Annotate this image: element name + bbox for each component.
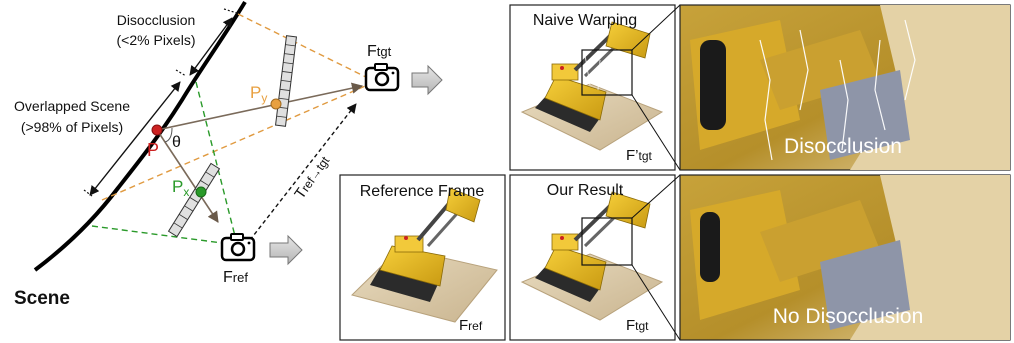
naive-warping-panel: Naive Warping F’tgt	[509, 4, 676, 171]
our-result-panel: Our Result Ftgt	[509, 174, 676, 341]
proj-x-main: P	[172, 177, 183, 196]
disocclusion-extent-arrow	[189, 17, 233, 76]
zoom-connectors	[631, 4, 681, 341]
point-p-label: P	[147, 140, 159, 160]
lego-render-ref	[351, 187, 498, 323]
reference-frame-title: Reference Frame	[360, 183, 485, 200]
naive-tag-sub: tgt	[639, 149, 653, 163]
big-arrow-ref	[269, 234, 303, 266]
lego-render-ours	[520, 191, 664, 321]
reference-tag-main: F	[459, 317, 468, 334]
ours-frame-tag: Ftgt	[626, 317, 649, 334]
zoom-panel-naive: Disocclusion	[679, 4, 1011, 171]
proj-y-label: Py	[250, 83, 267, 105]
zoom-caption-disocclusion: Disocclusion	[784, 135, 902, 158]
proj-y-main: P	[250, 83, 261, 102]
cam-tgt-sub: tgt	[377, 44, 392, 59]
proj-y-sub: y	[261, 91, 267, 105]
naive-frame-tag: F’tgt	[626, 147, 653, 164]
transform-arrow	[249, 103, 357, 241]
proj-x-sub: x	[183, 185, 189, 199]
ours-tag-sub: tgt	[635, 319, 649, 333]
ref-ray-lower	[91, 225, 231, 245]
tgt-ray-upper	[237, 13, 373, 81]
naive-tag-main: F’	[626, 147, 639, 164]
disocclusion-pct-label: (<2% Pixels)	[117, 32, 196, 48]
proj-x-label: Px	[172, 177, 189, 199]
proj-point-y	[270, 98, 282, 110]
tgt-image-plane	[274, 35, 298, 127]
ours-tag-main: F	[626, 317, 635, 334]
zoom-panel-ours: No Disocclusion	[679, 174, 1011, 341]
ray-p-to-ref	[156, 129, 219, 223]
proj-point-x	[195, 186, 207, 198]
theta-label: θ	[172, 134, 181, 151]
zoom-caption-no-disocclusion: No Disocclusion	[773, 305, 924, 328]
lego-render-naive	[520, 21, 664, 151]
overlapped-pct-label: (>98% of Pixels)	[21, 119, 123, 135]
reference-tag-sub: ref	[468, 319, 483, 333]
ray-p-to-tgt	[156, 82, 364, 131]
overlapped-label: Overlapped Scene	[14, 98, 130, 114]
big-arrow-tgt	[411, 64, 443, 96]
transform-sub: ref→tgt	[298, 153, 332, 194]
cam-ref-sub: ref	[233, 270, 249, 285]
cam-tgt-label: Ftgt	[367, 43, 392, 60]
ref-ray-upper	[195, 81, 237, 241]
cam-tgt-main: F	[367, 43, 377, 60]
camera-icon-ref	[220, 233, 256, 262]
reference-frame-panel: Reference Frame Fref	[339, 174, 506, 341]
scene-point-p	[151, 124, 163, 136]
overlapped-extent-arrow	[89, 81, 181, 196]
camera-icon-tgt	[364, 63, 400, 92]
cam-ref-main: F	[223, 269, 233, 286]
cam-ref-label: Fref	[223, 269, 248, 286]
naive-warping-title: Naive Warping	[533, 12, 637, 29]
our-result-title: Our Result	[547, 182, 624, 199]
disocclusion-label: Disocclusion	[117, 12, 196, 28]
reference-frame-tag: Fref	[459, 317, 483, 334]
geometry-diagram: Disocclusion (<2% Pixels) Overlapped Sce…	[14, 0, 443, 309]
ours-zoom-box	[581, 217, 633, 266]
tgt-ray-lower	[101, 83, 371, 201]
naive-zoom-box	[581, 49, 633, 96]
ref-image-plane	[167, 162, 221, 238]
theta-arc	[164, 127, 173, 143]
scene-label: Scene	[14, 288, 70, 309]
